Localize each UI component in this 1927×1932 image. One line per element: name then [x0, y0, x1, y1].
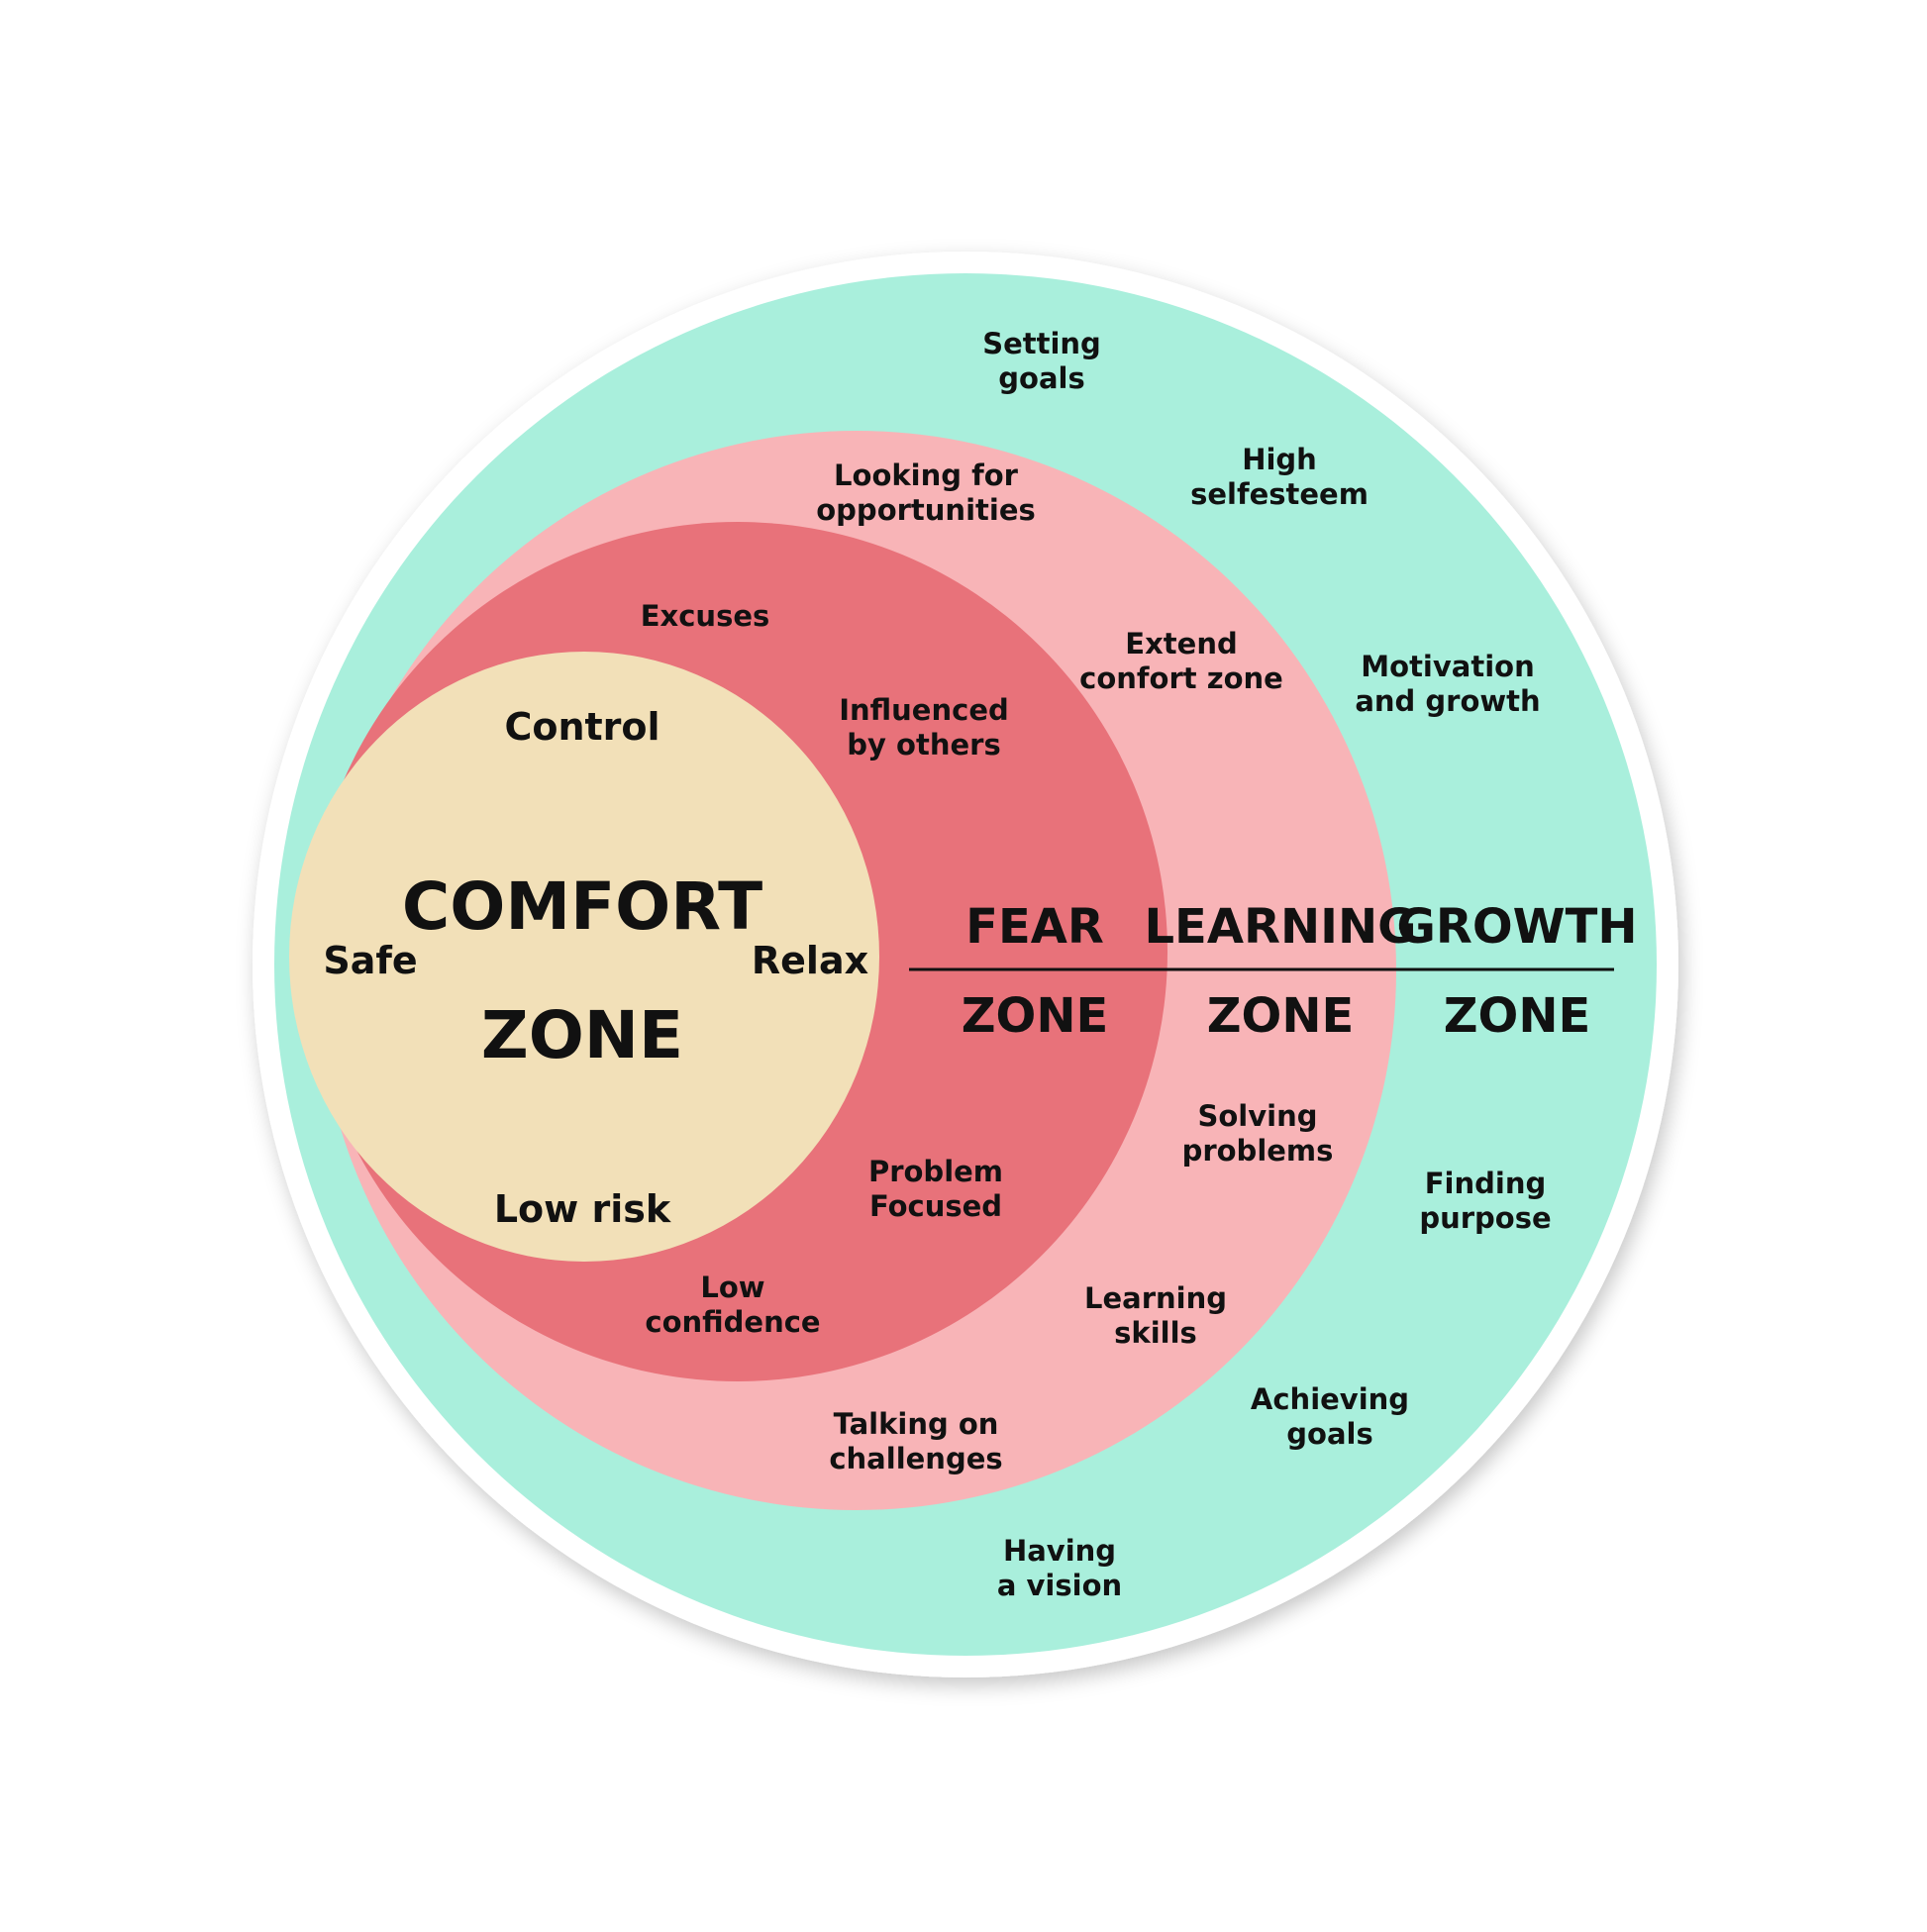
fear-item-low-confidence-line2: confidence: [645, 1305, 820, 1339]
comfort-item-control: Control: [504, 705, 659, 749]
growth-item-esteem-line2: selfesteem: [1190, 477, 1369, 511]
learning-item-talking-line2: challenges: [829, 1442, 1002, 1475]
learning-item-learning-line2: skills: [1114, 1316, 1197, 1350]
comfort-item-relax: Relax: [752, 939, 868, 982]
fear-item-low-confidence-line1: Low: [700, 1271, 764, 1304]
growth-item-setting-line2: goals: [998, 361, 1084, 395]
growth-item-vision-line2: a vision: [997, 1569, 1122, 1602]
learning-item-solving-line2: problems: [1182, 1134, 1334, 1168]
growth-item-achieving-line1: Achieving: [1251, 1382, 1409, 1416]
fear-zone-title-line1: FEAR: [965, 899, 1104, 955]
growth-zone-title-line2: ZONE: [1444, 988, 1591, 1044]
learning-item-looking-line1: Looking for: [834, 458, 1019, 492]
comfort-item-safe: Safe: [323, 939, 417, 982]
growth-item-achieving-line2: goals: [1286, 1417, 1372, 1451]
growth-item-finding-line1: Finding: [1425, 1167, 1547, 1200]
learning-item-solving-line1: Solving: [1198, 1099, 1318, 1133]
fear-item-problem-line2: Focused: [869, 1189, 1002, 1223]
learning-item-talking-line1: Talking on: [834, 1407, 999, 1441]
fear-item-influenced-line2: by others: [847, 728, 1000, 762]
fear-item-problem-line1: Problem: [868, 1155, 1003, 1188]
growth-zone-title-line1: GROWTH: [1396, 899, 1637, 955]
growth-item-esteem-line1: High: [1242, 443, 1317, 476]
learning-zone-title-line1: LEARNING: [1144, 899, 1416, 955]
learning-item-looking-line2: opportunities: [816, 493, 1036, 527]
growth-item-finding-line2: purpose: [1419, 1201, 1551, 1235]
growth-item-motivation-line2: and growth: [1355, 684, 1540, 718]
learning-zone-title-line2: ZONE: [1207, 988, 1355, 1044]
learning-item-extend-line2: confort zone: [1079, 661, 1283, 695]
comfort-zone-title-line2: ZONE: [481, 997, 683, 1073]
growth-item-setting-line1: Setting: [982, 327, 1101, 360]
growth-item-vision-line1: Having: [1003, 1534, 1116, 1568]
growth-item-motivation-line1: Motivation: [1361, 650, 1534, 683]
learning-item-learning-line1: Learning: [1084, 1281, 1227, 1315]
fear-item-excuses: Excuses: [641, 599, 770, 633]
comfort-zone-circle: [289, 652, 879, 1262]
fear-item-influenced-line1: Influenced: [839, 693, 1009, 727]
learning-item-extend-line1: Extend: [1125, 627, 1237, 661]
fear-zone-title-line2: ZONE: [962, 988, 1109, 1044]
comfort-item-low-risk: Low risk: [494, 1187, 671, 1231]
comfort-zone-title-line1: COMFORT: [402, 868, 762, 945]
